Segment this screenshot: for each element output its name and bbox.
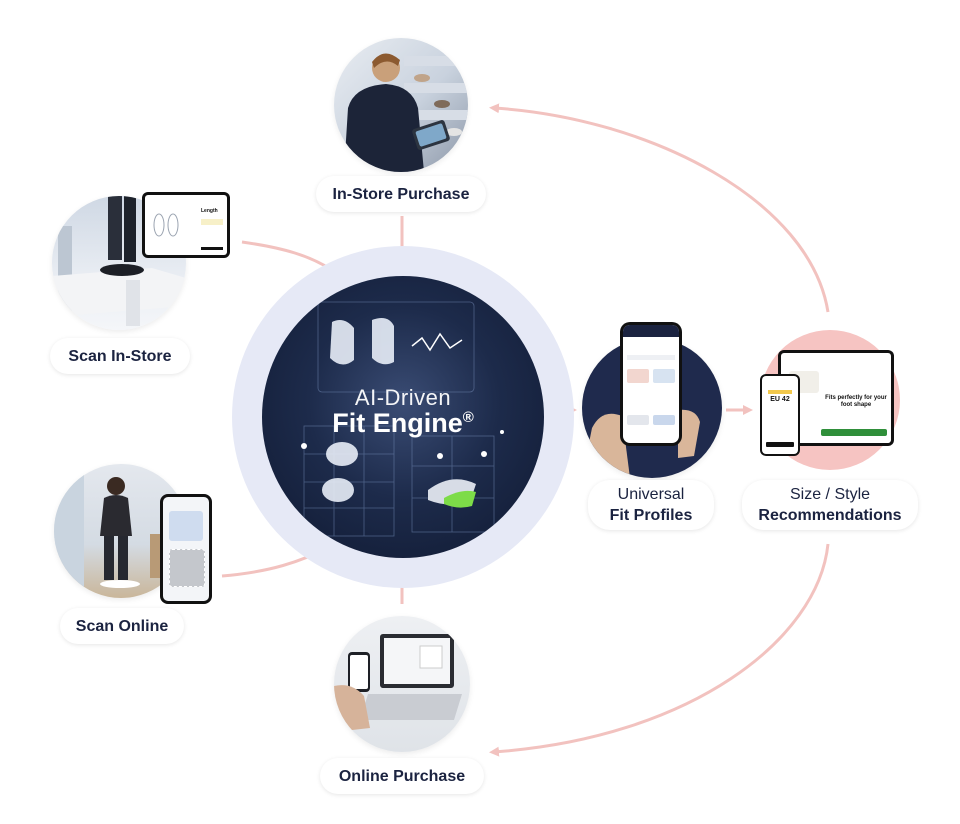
engine-title-line2: Fit Engine®: [262, 408, 544, 439]
scan-tablet-title: Length: [201, 208, 218, 214]
scan-online-label: Scan Online: [60, 608, 184, 644]
arrow-reco-to-online: [489, 543, 830, 757]
fit-profiles-line1: Universal: [617, 486, 685, 503]
in-store-purchase-photo: [334, 38, 468, 172]
arrow-reco-to-instore: [489, 103, 830, 313]
reco-phone-size: EU 42: [770, 396, 790, 403]
scan-phone: [160, 494, 212, 604]
online-purchase-label: Online Purchase: [320, 758, 484, 794]
online-purchase-photo: [334, 616, 470, 752]
fit-engine-visual: [262, 276, 544, 558]
scanner-illustration: [52, 196, 186, 326]
recommendations-label: Size / Style Recommendations: [742, 480, 918, 530]
recommendations-line2: Recommendations: [758, 507, 902, 524]
engine-title-name: Fit Engine: [332, 408, 463, 438]
reco-tablet-headline: Fits perfectly for your foot shape: [825, 395, 887, 408]
registered-mark: ®: [462, 409, 474, 426]
scan-in-store-label: Scan In-Store: [50, 338, 190, 374]
fit-profiles-label: Universal Fit Profiles: [588, 480, 714, 530]
in-store-purchase-label: In-Store Purchase: [316, 176, 486, 212]
shopper-illustration: [344, 53, 468, 172]
engine-title-line1: AI-Driven: [354, 385, 452, 410]
scan-result-tablet: Length: [142, 192, 230, 258]
reco-phone: EU 42: [760, 374, 800, 456]
profiles-phone: [620, 322, 682, 446]
laptop-illustration: [334, 634, 462, 732]
scan-in-store-text: Scan In-Store: [68, 347, 172, 365]
online-purchase-text: Online Purchase: [338, 767, 466, 785]
arrow-scan-instore-to-engine: [241, 240, 337, 273]
scan-online-text: Scan Online: [75, 617, 169, 635]
engine-grid-illustration: [301, 301, 504, 537]
fit-profiles-line2: Fit Profiles: [609, 507, 693, 524]
footprint-icon: [153, 213, 223, 250]
recommendations-line1: Size / Style: [789, 486, 871, 503]
in-store-purchase-text: In-Store Purchase: [332, 185, 470, 203]
scan-in-store-photo: [52, 196, 186, 330]
